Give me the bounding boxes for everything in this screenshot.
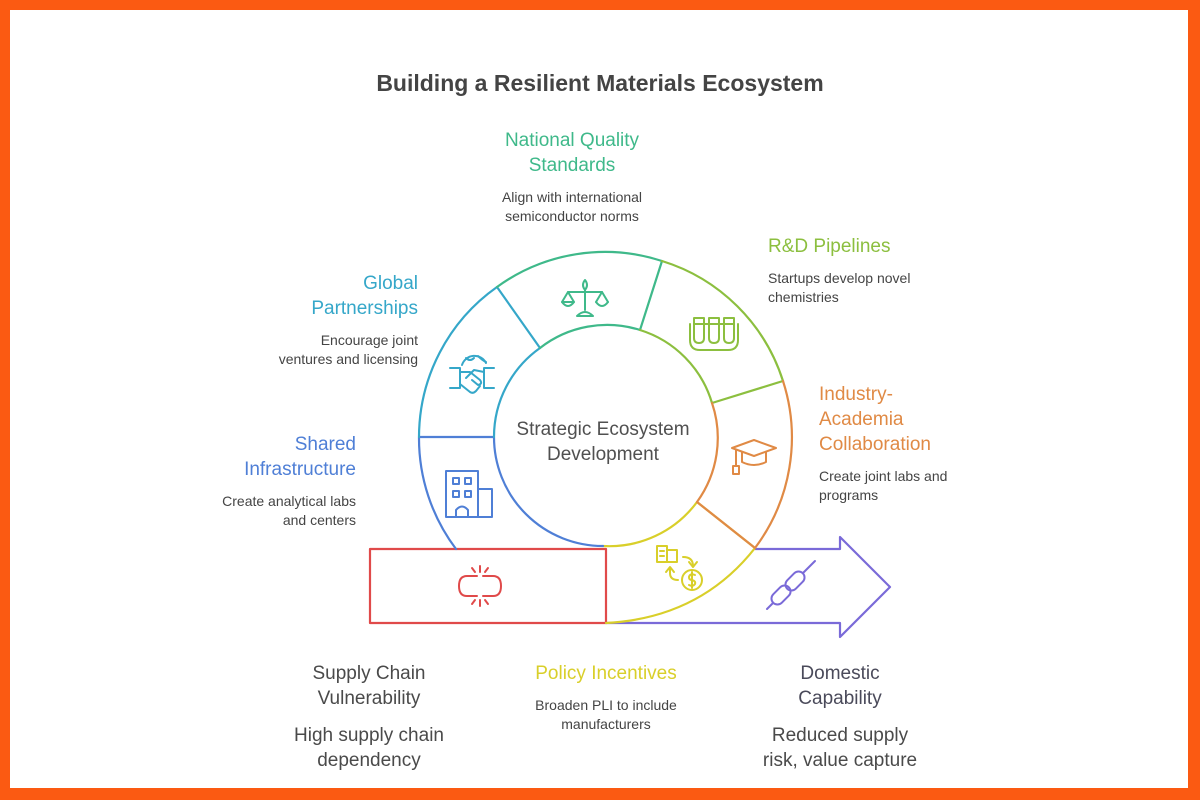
rd-pipelines-label: R&D Pipelines Startups develop novel che… bbox=[768, 234, 988, 307]
policy-incentives-heading: Policy Incentives bbox=[535, 663, 677, 684]
domestic-capability-arrow bbox=[604, 535, 892, 639]
national-quality-desc-1: Align with international bbox=[501, 189, 643, 205]
diagram-title: Building a Resilient Materials Ecosystem bbox=[376, 70, 824, 96]
global-partnerships-heading-2: Partnerships bbox=[311, 298, 418, 319]
industry-academia-desc-2: programs bbox=[819, 487, 879, 503]
national-quality-segment bbox=[495, 250, 664, 350]
global-partnerships-desc-1: Encourage joint bbox=[320, 332, 418, 348]
supply-chain-label: Supply Chain Vulnerability High supply c… bbox=[259, 661, 479, 773]
industry-academia-segment bbox=[695, 379, 793, 550]
national-quality-heading-2: Standards bbox=[528, 155, 616, 176]
handshake-globe-icon bbox=[449, 354, 495, 394]
chain-link-icon bbox=[766, 560, 816, 610]
rd-pipelines-desc-1: Startups develop novel bbox=[768, 270, 911, 286]
industry-academia-heading-1: Industry- bbox=[819, 384, 893, 405]
domestic-capability-desc-2: risk, value capture bbox=[762, 750, 918, 771]
rd-pipelines-segment bbox=[638, 259, 785, 405]
global-partnerships-label: Global Partnerships Encourage joint vent… bbox=[198, 271, 418, 369]
scales-icon bbox=[561, 279, 609, 317]
national-quality-heading-1: National Quality bbox=[504, 130, 640, 151]
global-partnerships-segment bbox=[417, 285, 542, 439]
building-icon bbox=[445, 470, 493, 518]
domestic-capability-heading-1: Domestic bbox=[800, 663, 880, 684]
industry-academia-heading-2: Academia bbox=[819, 409, 904, 430]
shared-infrastructure-heading-1: Shared bbox=[294, 434, 356, 455]
center-label-line1: Strategic Ecosystem bbox=[516, 419, 690, 440]
supply-chain-heading-1: Supply Chain bbox=[312, 663, 426, 684]
industry-academia-heading-3: Collaboration bbox=[819, 434, 931, 455]
domestic-capability-desc-1: Reduced supply bbox=[771, 725, 909, 746]
supply-chain-desc-1: High supply chain bbox=[294, 725, 444, 746]
supply-chain-heading-2: Vulnerability bbox=[317, 688, 421, 709]
shared-infrastructure-desc-2: and centers bbox=[282, 512, 356, 528]
national-quality-desc-2: semiconductor norms bbox=[505, 208, 639, 224]
industry-academia-desc-1: Create joint labs and bbox=[819, 468, 948, 484]
policy-incentives-desc-2: manufacturers bbox=[561, 716, 651, 732]
broken-link-icon bbox=[458, 565, 502, 607]
shared-infrastructure-segment bbox=[417, 435, 605, 551]
center-label-line2: Development bbox=[547, 444, 659, 465]
industry-academia-label: Industry- Academia Collaboration Create … bbox=[819, 382, 1039, 505]
center-label: Strategic Ecosystem Development bbox=[503, 417, 703, 467]
diagram-canvas bbox=[10, 10, 1188, 788]
national-quality-label: National Quality Standards Align with in… bbox=[452, 128, 692, 226]
graduation-cap-icon bbox=[731, 439, 777, 475]
supply-chain-box bbox=[368, 547, 608, 625]
policy-incentives-label: Policy Incentives Broaden PLI to include… bbox=[496, 661, 716, 734]
supply-chain-desc-2: dependency bbox=[317, 750, 421, 771]
shared-infrastructure-desc-1: Create analytical labs bbox=[222, 493, 356, 509]
global-partnerships-heading-1: Global bbox=[363, 273, 418, 294]
policy-incentives-desc-1: Broaden PLI to include bbox=[535, 697, 677, 713]
domestic-capability-label: Domestic Capability Reduced supply risk,… bbox=[730, 661, 950, 773]
shared-infrastructure-heading-2: Infrastructure bbox=[244, 459, 356, 480]
global-partnerships-desc-2: ventures and licensing bbox=[278, 351, 418, 367]
test-tubes-icon bbox=[689, 317, 739, 351]
policy-incentives-segment bbox=[601, 500, 757, 625]
rd-pipelines-desc-2: chemistries bbox=[768, 289, 839, 305]
domestic-capability-heading-2: Capability bbox=[798, 688, 882, 709]
rd-pipelines-heading: R&D Pipelines bbox=[768, 236, 891, 257]
shared-infrastructure-label: Shared Infrastructure Create analytical … bbox=[136, 432, 356, 530]
money-exchange-icon bbox=[656, 545, 703, 591]
